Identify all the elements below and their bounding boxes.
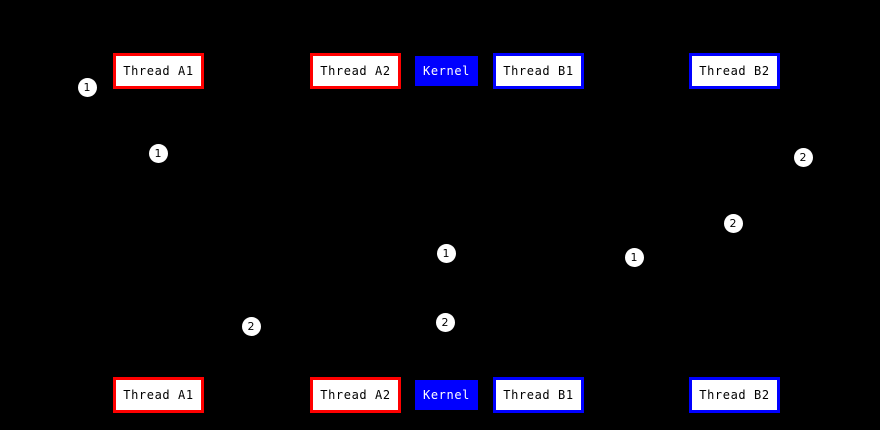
participant-foot-thread-b2[interactable]: Thread B2 [689,377,780,413]
sequence-badge-badge-2-c: 2 [241,316,261,336]
participant-foot-thread-b1[interactable]: Thread B1 [493,377,584,413]
sequence-badge-badge-1-a: 1 [77,77,97,97]
lifeline-thread-b2 [734,89,735,377]
participant-foot-thread-a2[interactable]: Thread A2 [310,377,401,413]
participant-foot-kernel[interactable]: Kernel [415,380,478,410]
sequence-badge-badge-2-a: 2 [793,147,813,167]
message-msg-b1-1 [538,254,546,260]
sequence-badge-badge-2-b: 2 [723,213,743,233]
message-msg-self-a1-top [158,93,166,99]
lifeline-thread-a1 [158,89,159,377]
lifeline-thread-b1 [538,89,539,377]
message-msg-a2-2 [355,323,363,329]
message-msg-b2-down-2 [734,154,742,160]
sequence-badge-badge-1-c: 1 [436,243,456,263]
participant-head-thread-a2[interactable]: Thread A2 [310,53,401,89]
lifeline-kernel [446,89,447,377]
sequence-badge-badge-1-d: 1 [624,247,644,267]
sequence-badge-badge-1-b: 1 [148,143,168,163]
participant-head-thread-b1[interactable]: Thread B1 [493,53,584,89]
sequence-badge-badge-2-d: 2 [435,312,455,332]
lifeline-thread-a2 [355,89,356,377]
participant-head-kernel[interactable]: Kernel [415,56,478,86]
participant-head-thread-b2[interactable]: Thread B2 [689,53,780,89]
participant-foot-thread-a1[interactable]: Thread A1 [113,377,204,413]
participant-head-thread-a1[interactable]: Thread A1 [113,53,204,89]
